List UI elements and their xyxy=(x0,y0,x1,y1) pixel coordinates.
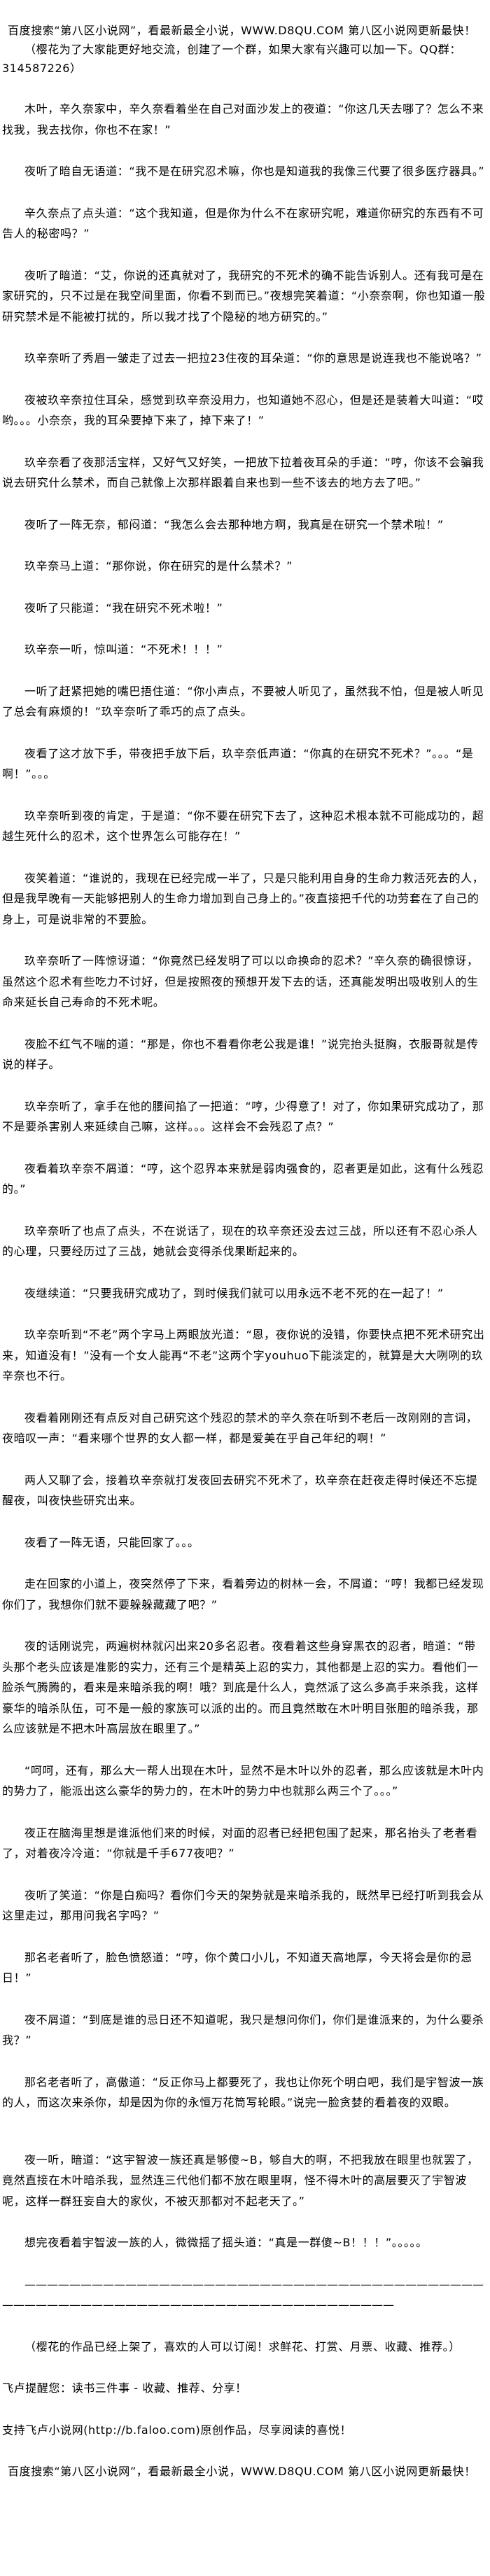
chapter-page: 百度搜索“第八区小说网”，看最新最全小说，WWW.D8QU.COM 第八区小说网… xyxy=(2,24,486,2478)
story-paragraph: 夜不屑道：“到底是谁的忌日还不知道呢，我只是想问你们，你们是谁派来的，为什么要杀… xyxy=(2,2012,484,2047)
story-paragraph: 一听了赶紧把她的嘴巴捂住道：“你小声点，不要被人听见了，虽然我不怕，但是被人听见… xyxy=(2,684,484,719)
author-note: （樱花的作品已经上架了，喜欢的人可以订阅！求鲜花、打赏、月票、收藏、推荐。） xyxy=(24,2339,461,2353)
story-paragraph: 玖辛奈看了夜那活宝样，又好气又好笑，一把放下拉着夜耳朵的手道：“哼，你该不会骗我… xyxy=(2,455,484,490)
section-divider: ————————————————————————————————————————… xyxy=(2,2277,484,2312)
story-paragraph: 玖辛奈马上道：“那你说，你在研究的是什么禁术？” xyxy=(24,559,293,573)
story-paragraph: 那名老者听了，高傲道：“反正你马上都要死了，我也让你死个明白吧，我们是宇智波一族… xyxy=(2,2075,484,2110)
story-paragraph: 夜看着刚刚还有点反对自己研究这个残忍的禁术的辛久奈在听到不老后一改刚刚的言词，夜… xyxy=(2,1410,478,1446)
story-paragraph: 那名老者听了，脸色愤怒道：“哼，你个黄口小儿，不知道天高地厚，今天将会是你的忌日… xyxy=(2,1950,472,1985)
story-paragraph: 木叶，辛久奈家中，辛久奈看着坐在自己对面沙发上的夜道：“你这几天去哪了？怎么不来… xyxy=(2,102,484,136)
story-paragraph: 夜听了只能道：“我在研究不死术啦！” xyxy=(24,601,223,615)
story-paragraph: 夜正在脑海里想是谁派他们来的时候，对面的忍者已经把包围了起来，那名抬头了老者看了… xyxy=(2,1826,478,1861)
site-notice-header: 百度搜索“第八区小说网”，看最新最全小说，WWW.D8QU.COM 第八区小说网… xyxy=(8,24,476,37)
story-paragraph: 玖辛奈一听，惊叫道：“不死术！！！” xyxy=(24,643,223,656)
story-paragraph: 两人又聊了会，接着玖辛奈就打发夜回去研究不死术了，玖辛奈在赶夜走得时候还不忘提醒… xyxy=(2,1473,478,1508)
story-paragraph: 夜听了笑道：“你是白痴吗？看你们今天的架势就是来暗杀我的，既然早已经打听到我会从… xyxy=(2,1888,484,1923)
chapter-body: 木叶，辛久奈家中，辛久奈看着坐在自己对面沙发上的夜道：“你这几天去哪了？怎么不来… xyxy=(2,99,486,2253)
story-paragraph: 玖辛奈听了秀眉一皱走了过去一把拉23住夜的耳朵道：“你的意思是说连我也不能说咯？… xyxy=(24,351,482,365)
story-paragraph: 玖辛奈听到“不老”两个字马上两眼放光道：“恩，夜你说的没错，你要快点把不死术研究… xyxy=(2,1328,485,1382)
story-paragraph: 走在回家的小道上，夜突然停了下来，看着旁边的树林一会，不屑道：“哼！我都已经发现… xyxy=(2,1577,484,1611)
story-paragraph: “呵呵，还有，那么大一帮人出现在木叶，显然不是木叶以外的忍者，那么应该就是木叶内… xyxy=(2,1763,484,1798)
story-paragraph: 夜被玖辛奈拉住耳朵，感觉到玖辛奈没用力，也知道她不忍心，但是还是装着大叫道：“哎… xyxy=(2,393,484,428)
support-notice: 支持飞卢小说网(http://b.faloo.com)原创作品，尽享阅读的喜悦！ xyxy=(2,2423,352,2437)
story-paragraph: 想完夜看着宇智波一族的人，微微摇了摇头道：“真是一群傻~B！！！”。。。。。 xyxy=(24,2236,428,2249)
story-paragraph: 辛久奈点了点头道：“这个我知道，但是你为什么不在家研究呢，难道你研究的东西有不可… xyxy=(2,206,484,241)
story-paragraph: 夜听了暗道：“艾，你说的还真就对了，我研究的不死术的确不能告诉别人。还有我可是在… xyxy=(2,268,486,323)
story-paragraph: 夜听了暗自无语道：“我不是在研究忍术嘛，你也是知道我的我像三代要了很多医疗器具。… xyxy=(24,164,485,178)
story-paragraph: 玖辛奈听了也点了点头，不在说话了，现在的玖辛奈还没去过三战，所以还有不忍心杀人的… xyxy=(2,1224,478,1259)
group-notice: （樱花为了大家能更好地交流，创建了一个群，如果大家有兴趣可以加一下。QQ群：31… xyxy=(2,43,461,75)
spacer xyxy=(2,78,486,99)
story-paragraph: 玖辛奈听了一阵惊讶道：“你竟然已经发明了可以以命换命的忍术？”辛久奈的确很惊讶，… xyxy=(2,954,479,1009)
site-notice-footer: 百度搜索“第八区小说网”，看最新最全小说，WWW.D8QU.COM 第八区小说网… xyxy=(8,2465,476,2478)
story-paragraph: 夜笑着道：“谁说的，我现在已经完成一半了，只是只能利用自身的生命力救活死去的人，… xyxy=(2,871,484,926)
story-paragraph: 夜一听，暗道：“这宇智波一族还真是够傻~B，够自大的啊，不把我放在眼里也就罢了，… xyxy=(2,2152,479,2208)
story-paragraph: 夜脸不红气不喘的道：“那是，你也不看看你老公我是谁！”说完抬头挺胸，衣服哥就是传… xyxy=(2,1037,479,1072)
story-paragraph: 夜看了这才放下手，带夜把手放下后，玖辛奈低声道：“你真的在研究不死术？”。。。“… xyxy=(2,746,474,781)
story-paragraph: 夜的话刚说完，两遍树林就闪出来20多名忍者。夜看着这些身穿黑衣的忍者，暗道：“带… xyxy=(2,1639,479,1735)
story-paragraph: 夜听了一阵无奈，郁闷道：“我怎么会去那种地方啊，我真是在研究一个禁术啦！” xyxy=(24,517,444,531)
story-paragraph: 夜看了一阵无语，只能回家了。。。 xyxy=(24,1535,200,1549)
story-paragraph: 夜继续道：“只要我研究成功了，到时候我们就可以用永远不老不死的在一起了！” xyxy=(24,1286,444,1300)
reading-reminder: 飞卢提醒您：读书三件事 - 收藏、推荐、分享！ xyxy=(2,2381,247,2395)
story-paragraph: 夜看着玖辛奈不屑道：“哼，这个忍界本来就是弱肉强食的，忍者更是如此，这有什么残忍… xyxy=(2,1161,484,1196)
story-paragraph: 玖辛奈听到夜的肯定，于是道：“你不要在研究下去了，这种忍术根本就不可能成功的，超… xyxy=(2,808,484,844)
story-paragraph: 玖辛奈听了，拿手在他的腰间掐了一把道：“哼，少得意了！对了，你如果研究成功了，那… xyxy=(2,1099,484,1134)
